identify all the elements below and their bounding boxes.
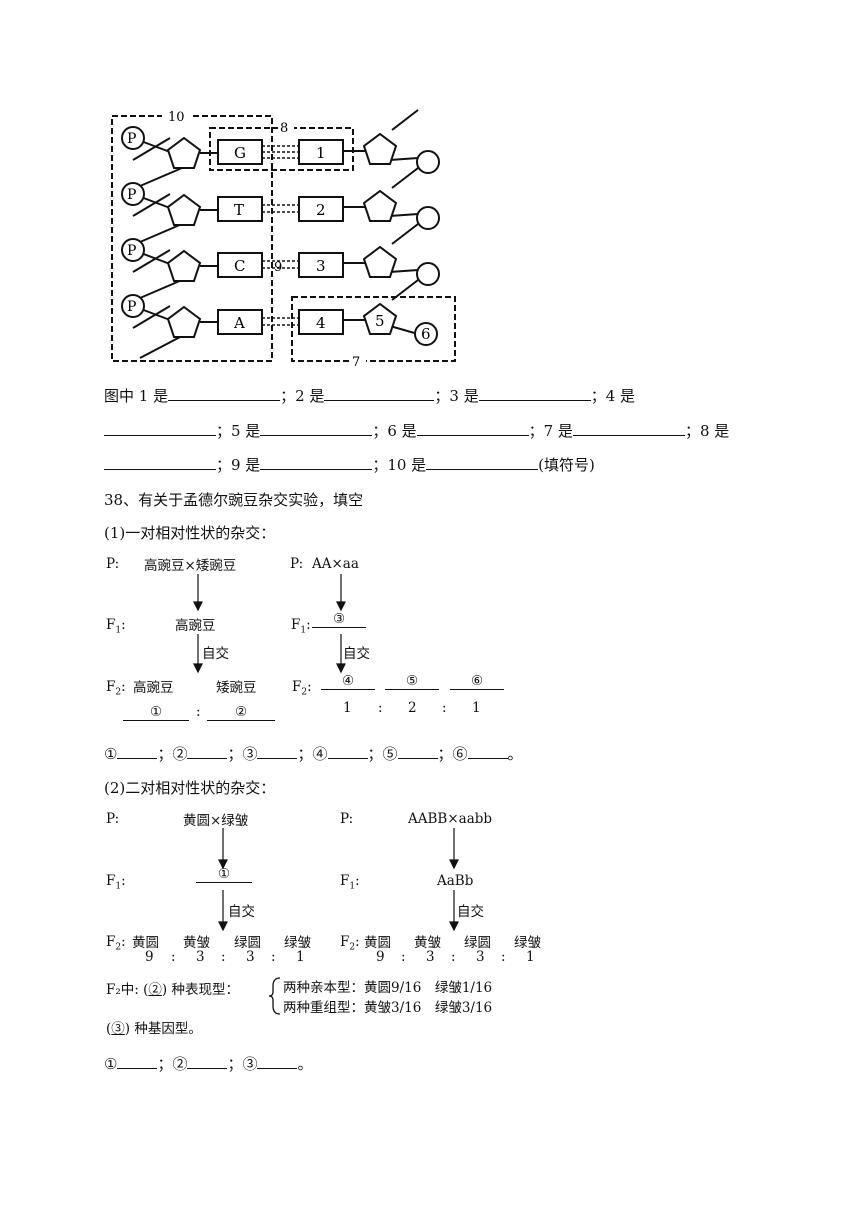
svg-text:P: P — [127, 187, 136, 203]
q37-line-2: ；5 是；6 是；7 是；8 是 — [104, 420, 729, 441]
part1-title: (1)一对相对性状的杂交： — [104, 524, 276, 542]
cross1-f1-right: ③ — [312, 611, 366, 628]
phosphate-group: P P P P — [121, 126, 145, 318]
f2-genotype-4: ④ — [321, 673, 375, 690]
ratio-blank-2: ② — [207, 704, 275, 721]
cross1-p-label-right: P: — [290, 556, 304, 572]
cross2-f1-label: F1: — [106, 873, 126, 892]
base-right-2: 2 — [316, 201, 326, 219]
blank-3[interactable] — [478, 386, 591, 401]
cross2-selfing-right: 自交 — [457, 904, 484, 920]
f2-genotype-5: ⑤ — [385, 673, 439, 690]
blank-4[interactable] — [104, 421, 216, 436]
f2-summary: F₂中: (②) 种表现型： — [106, 982, 239, 998]
cross2-p-left: 黄圆×绿皱 — [183, 813, 249, 829]
cross1-arrows — [193, 574, 346, 674]
box-8 — [209, 127, 354, 171]
ratio-blank-1: ① — [123, 704, 189, 721]
svg-text:P: P — [127, 243, 136, 259]
blank-6[interactable] — [416, 421, 529, 436]
label-7: 7 — [352, 355, 360, 370]
blank-9[interactable] — [260, 455, 373, 470]
label-8: 8 — [280, 121, 288, 136]
cross2-f2-label: F2: — [106, 934, 126, 953]
ratio-colon: : — [196, 704, 201, 720]
cross1-selfing-left: 自交 — [202, 646, 229, 662]
blank-5[interactable] — [260, 421, 373, 436]
cross2-arrows — [218, 828, 459, 932]
base-left-4: A — [233, 314, 245, 332]
cross2-f1-label-right: F1: — [340, 873, 360, 892]
base-right-1: 1 — [316, 144, 326, 162]
box-10 — [111, 115, 273, 362]
q37-line-3: ；9 是；10 是(填符号) — [104, 454, 595, 475]
cross1-selfing-right: 自交 — [343, 646, 370, 662]
q38-title: 38、有关于孟德尔豌豆杂交实验，填空 — [104, 491, 364, 509]
cross1-f2-left-b: 矮豌豆 — [216, 680, 257, 696]
blank-7[interactable] — [572, 421, 685, 436]
cross1-p-label: P: — [106, 556, 120, 572]
cross2-selfing-left: 自交 — [228, 904, 255, 920]
box-7 — [291, 296, 456, 362]
cross1-f2-label: F2: — [106, 679, 126, 698]
cross1-p-right: AA×aa — [312, 556, 359, 572]
cross2-f1-left: ① — [196, 866, 252, 883]
cross1-f2-label-right: F2: — [292, 679, 312, 698]
brace — [268, 977, 281, 1015]
base-right-3: 3 — [316, 257, 326, 275]
cross2-f2-label-right: F2: — [340, 934, 360, 953]
answer-line-1: ①；②；③；④；⑤；⑥。 — [104, 745, 523, 763]
blank-2[interactable] — [324, 386, 435, 401]
cross2-p-label-right: P: — [340, 811, 354, 827]
deoxyribose-right — [362, 132, 398, 335]
q37-line-1: 图中 1 是；2 是；3 是；4 是 — [104, 386, 636, 405]
base-left-1: G — [234, 144, 246, 162]
base-right-4: 4 — [316, 314, 326, 332]
deoxyribose-left — [166, 136, 202, 338]
cross2-p-right: AABB×aabb — [408, 811, 493, 827]
blank-8[interactable] — [104, 455, 216, 470]
cross1-f1-left: 高豌豆 — [175, 618, 216, 634]
label-6: 6 — [421, 325, 431, 343]
part2-title: (2)二对相对性状的杂交： — [104, 779, 276, 797]
base-left-3: C — [234, 257, 245, 275]
recomb-type: 两种重组型：黄皱3/16 绿皱3/16 — [283, 1000, 493, 1016]
label-5: 5 — [375, 312, 385, 330]
cross2-p-label: P: — [106, 811, 120, 827]
blank-10[interactable] — [426, 455, 539, 470]
cross2-f1-right: AaBb — [437, 873, 474, 889]
parent-type: 两种亲本型：黄圆9/16 绿皱1/16 — [283, 980, 493, 996]
f2-genotype-6: ⑥ — [450, 673, 504, 690]
genotype-count: (③) 种基因型。 — [106, 1021, 202, 1037]
cross1-f2-left-a: 高豌豆 — [133, 680, 174, 696]
answer-line-2: ①；②；③。 — [104, 1055, 313, 1073]
svg-text:P: P — [127, 131, 136, 147]
cross1-f1-label: F1: — [106, 617, 126, 636]
svg-text:P: P — [127, 299, 136, 315]
base-left-2: T — [234, 201, 244, 219]
cross1-p-left: 高豌豆×矮豌豆 — [144, 558, 237, 574]
dna-structure-diagram: 10 8 7 — [111, 109, 456, 370]
blank-1[interactable] — [168, 386, 281, 401]
label-9: 9 — [274, 260, 282, 275]
cross1-f1-label-right: F1: — [291, 617, 311, 636]
label-10: 10 — [168, 110, 185, 125]
